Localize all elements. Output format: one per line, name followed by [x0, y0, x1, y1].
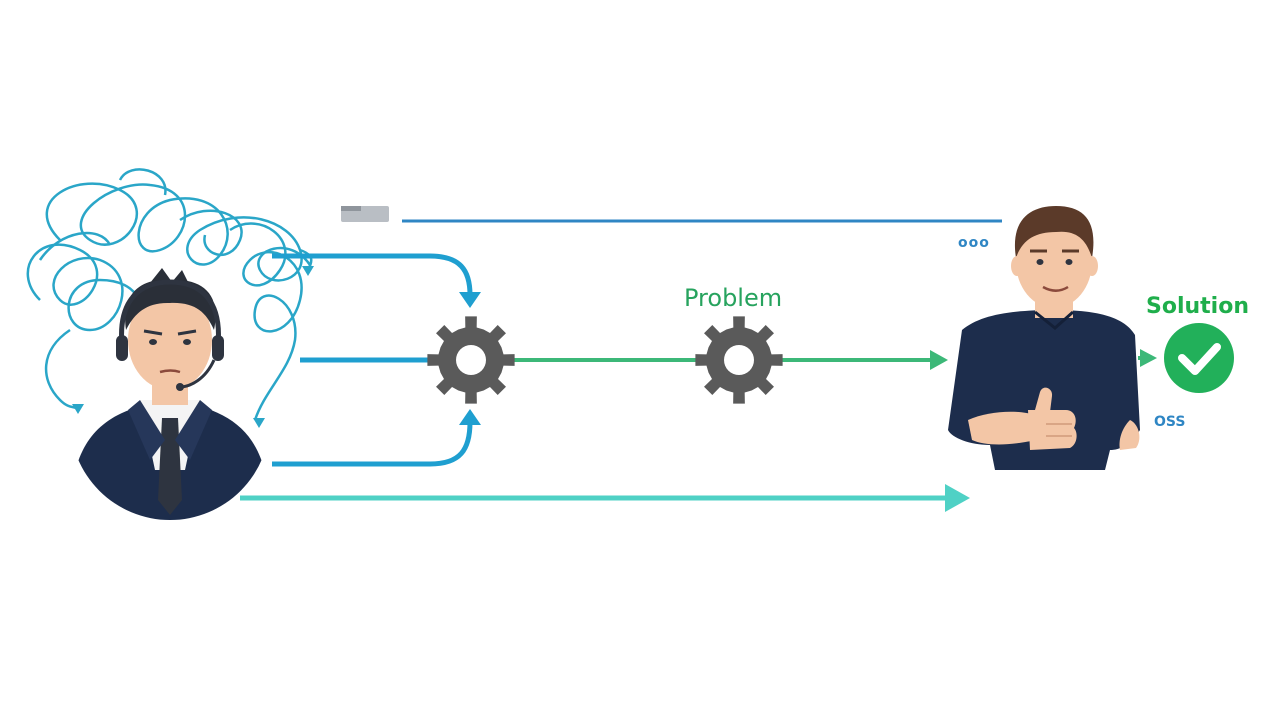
dots-label: ooo: [958, 235, 990, 251]
input-arrowheads: [459, 292, 481, 425]
satisfied-customer-avatar: [948, 206, 1140, 470]
gear-icon: [427, 316, 515, 404]
top-connector: ooo: [341, 206, 1002, 251]
support-agent-avatar: [70, 268, 270, 520]
flow-bottom: [272, 421, 473, 467]
check-circle-icon: [1164, 323, 1234, 393]
gear-hole: [724, 345, 754, 375]
process-flow: [512, 349, 1157, 370]
direct-flow: [240, 484, 970, 512]
input-flows: [272, 253, 473, 467]
tangle-arrowheads: [72, 266, 314, 428]
problem-label: Problem: [684, 284, 782, 312]
gear-icon: [695, 316, 783, 404]
solution-label: Solution: [1146, 294, 1249, 319]
gear-hole: [456, 345, 486, 375]
oss-label: OSS: [1154, 414, 1185, 430]
flow-top: [272, 253, 473, 296]
